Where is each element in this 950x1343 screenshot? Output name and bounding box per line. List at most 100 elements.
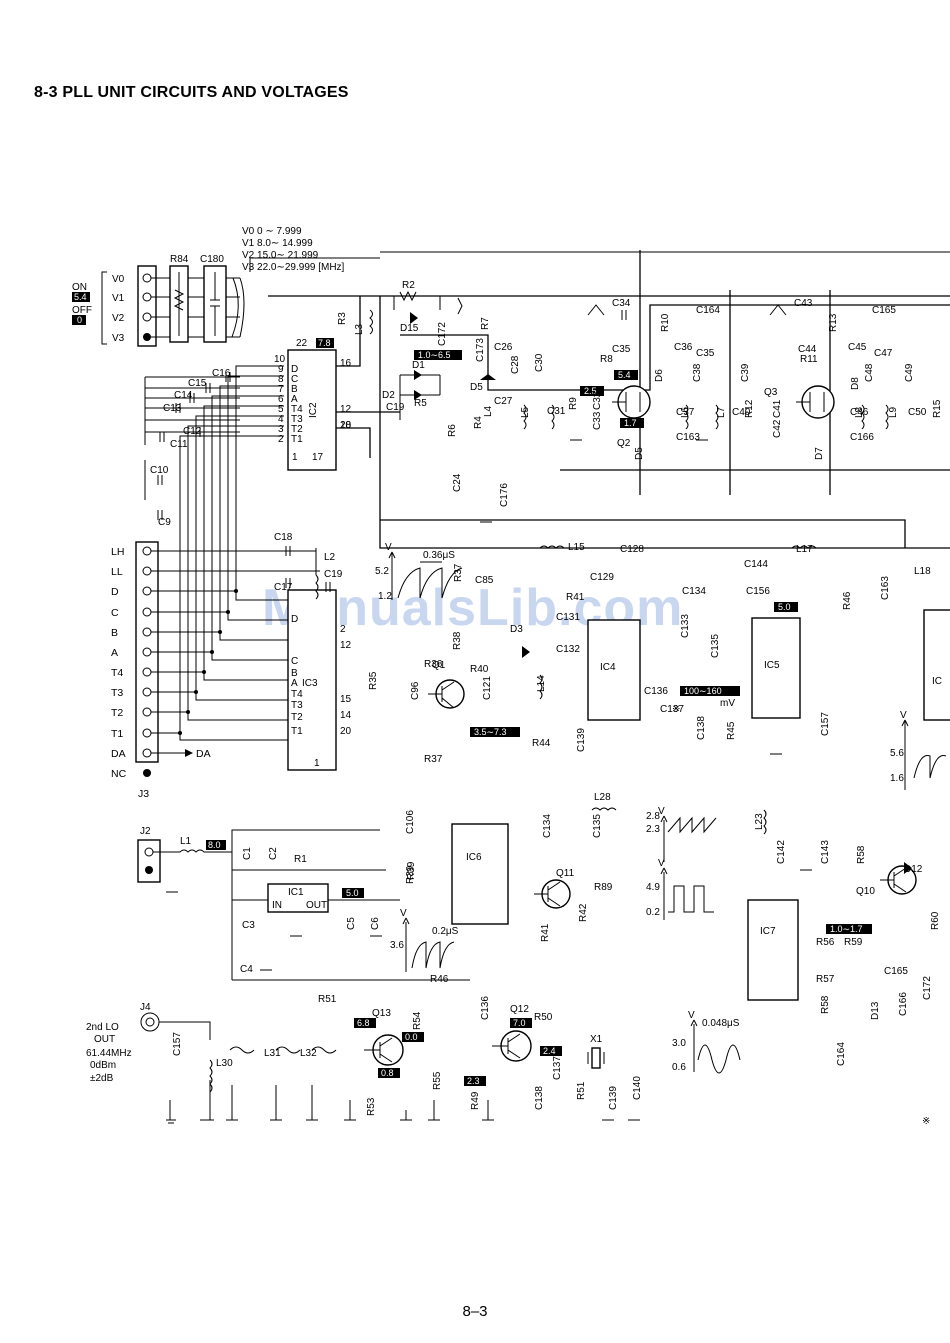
svg-text:NC: NC	[111, 768, 127, 780]
connector-j3: LH LL D C B A T4 T3 T2 T1 DA NC J3 DA	[111, 541, 320, 800]
svg-text:T4: T4	[111, 667, 123, 679]
note-mark-1: ※	[672, 704, 680, 715]
svg-text:C135: C135	[592, 814, 603, 838]
svg-text:R49: R49	[470, 1091, 481, 1110]
ic3-inputs: L2 C18 C17 C19	[274, 532, 343, 600]
svg-text:C36: C36	[674, 342, 693, 353]
svg-text:C137: C137	[552, 1056, 563, 1080]
svg-text:12: 12	[340, 640, 352, 651]
svg-text:1.7: 1.7	[624, 418, 637, 428]
svg-text:C5: C5	[346, 917, 357, 930]
svg-text:L28: L28	[594, 792, 611, 803]
label-j3: J3	[138, 788, 149, 800]
band-v3: V3 22.0∼29.999 [MHz]	[242, 262, 345, 273]
svg-text:2.3: 2.3	[467, 1076, 480, 1086]
svg-text:R42: R42	[578, 903, 589, 922]
svg-text:R51: R51	[576, 1081, 587, 1100]
svg-text:R11: R11	[800, 354, 818, 365]
svg-text:R41: R41	[540, 923, 551, 942]
svg-text:C85: C85	[475, 575, 494, 586]
svg-text:18: 18	[340, 420, 352, 431]
svg-text:R7: R7	[480, 317, 491, 330]
svg-text:R37: R37	[453, 563, 464, 582]
svg-text:R37: R37	[424, 754, 443, 765]
band-v2: V2 15.0∼ 21.999	[242, 250, 319, 261]
svg-text:DA: DA	[111, 748, 126, 760]
svg-text:C131: C131	[556, 612, 580, 623]
svg-text:C24: C24	[452, 473, 463, 492]
svg-text:D2: D2	[382, 390, 395, 401]
svg-text:C144: C144	[744, 559, 768, 570]
svg-text:C176: C176	[499, 483, 510, 507]
svg-text:15: 15	[340, 694, 352, 705]
svg-text:V: V	[400, 908, 407, 919]
svg-text:C2: C2	[268, 847, 279, 860]
svg-text:B: B	[291, 668, 298, 679]
svg-text:R6: R6	[447, 424, 458, 437]
svg-text:C4: C4	[240, 964, 253, 975]
svg-text:L4: L4	[483, 405, 494, 417]
svg-text:L9: L9	[888, 406, 899, 418]
svg-text:D5: D5	[470, 382, 483, 393]
svg-text:C128: C128	[620, 544, 644, 555]
svg-text:20: 20	[340, 726, 352, 737]
svg-text:R41: R41	[566, 592, 585, 603]
svg-text:A: A	[291, 394, 298, 405]
svg-text:R39: R39	[406, 861, 417, 880]
svg-text:C35: C35	[696, 348, 715, 359]
svg-text:C: C	[111, 607, 119, 619]
page-number: 8–3	[462, 1303, 488, 1320]
svg-text:C40: C40	[732, 407, 751, 418]
svg-text:R9: R9	[568, 397, 579, 410]
svg-text:5.2: 5.2	[375, 566, 389, 577]
svg-text:OUT: OUT	[306, 900, 327, 911]
svg-text:R58: R58	[820, 995, 831, 1014]
svg-text:R12: R12	[744, 399, 755, 418]
svg-text:C19: C19	[324, 569, 343, 580]
svg-text:R13: R13	[828, 313, 839, 332]
svg-text:C132: C132	[556, 644, 580, 655]
svg-text:D: D	[111, 586, 119, 598]
bus-dots	[178, 589, 238, 735]
ic8-partial: IC C163 L18 V 5.6 1.6	[880, 566, 950, 790]
svg-text:61.44MHz: 61.44MHz	[86, 1048, 132, 1059]
label-q1: Q1	[432, 660, 446, 671]
svg-text:C3: C3	[242, 920, 255, 931]
svg-text:R45: R45	[726, 721, 737, 740]
svg-text:C157: C157	[820, 712, 831, 736]
svg-text:OUT: OUT	[94, 1034, 115, 1045]
svg-text:10: 10	[274, 354, 286, 365]
label-j4: J4	[140, 1002, 151, 1013]
svg-text:T4: T4	[291, 689, 303, 700]
svg-text:C142: C142	[776, 840, 787, 864]
svg-text:R50: R50	[534, 1012, 553, 1023]
svg-text:D6: D6	[654, 369, 665, 382]
svg-text:C: C	[291, 656, 298, 667]
svg-text:2nd LO: 2nd LO	[86, 1022, 119, 1033]
svg-text:C33: C33	[592, 411, 603, 430]
svg-text:L2: L2	[324, 552, 336, 563]
svg-text:L3: L3	[354, 323, 365, 335]
svg-text:R3: R3	[337, 312, 348, 325]
svg-text:2.4: 2.4	[543, 1046, 556, 1056]
svg-text:C43: C43	[794, 298, 813, 309]
ic1-label: IC1	[288, 887, 304, 898]
svg-text:0.048μS: 0.048μS	[702, 1018, 740, 1029]
pin-v1: V1	[112, 293, 125, 304]
da-arrow-label: DA	[196, 748, 211, 760]
svg-text:C143: C143	[820, 840, 831, 864]
pin-v3: V3	[112, 333, 125, 344]
supply-section: J2 L1 8.0 C1 C2 R1 IC1 IN OUT 5.0 C3 C4 …	[137, 810, 470, 981]
svg-text:7.0: 7.0	[513, 1018, 526, 1028]
q1-stage: Q1 3.5∼7.3 C85 R37 R38 R36 R35 C96 R37 R…	[368, 563, 520, 765]
svg-text:C136: C136	[644, 686, 668, 697]
svg-text:R58: R58	[856, 845, 867, 864]
svg-text:V: V	[900, 710, 907, 721]
svg-text:C50: C50	[908, 407, 927, 418]
svg-text:L17: L17	[796, 544, 813, 555]
ic5-label: IC5	[764, 660, 780, 671]
svg-text:C14: C14	[174, 390, 193, 401]
svg-text:C19: C19	[386, 402, 405, 413]
ic2-label: IC2	[308, 402, 319, 418]
